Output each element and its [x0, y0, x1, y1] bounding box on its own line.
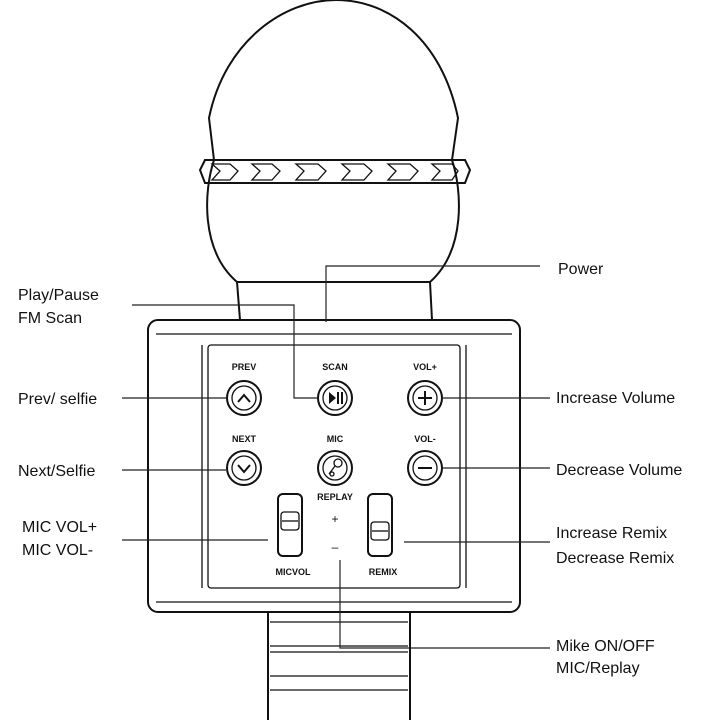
scan-button[interactable]: SCAN: [317, 362, 353, 416]
next-label: NEXT: [232, 434, 257, 444]
scan-label: SCAN: [322, 362, 348, 372]
vol-plus-button[interactable]: VOL+: [407, 362, 443, 416]
fm-scan-callout: FM Scan: [18, 310, 82, 327]
mic-button[interactable]: MIC REPLAY: [317, 434, 353, 502]
chevron-down-icon: [237, 464, 251, 474]
prev-button[interactable]: PREV: [226, 362, 262, 416]
mic-head: [198, 0, 472, 283]
decrease-remix-callout: Decrease Remix: [556, 550, 674, 567]
micvol-label: MICVOL: [276, 567, 312, 577]
micvol-slider[interactable]: MICVOL: [276, 493, 312, 577]
mic-label: MIC: [327, 434, 344, 444]
mic-vol-minus-callout: MIC VOL-: [22, 542, 93, 559]
mike-on-off-callout: Mike ON/OFF: [556, 638, 655, 655]
increase-volume-callout: Increase Volume: [556, 390, 675, 407]
mic-neck: [236, 281, 434, 321]
mic-replay-callout: MIC/Replay: [556, 660, 640, 677]
mic-vol-plus-callout: MIC VOL+: [22, 519, 97, 536]
next-selfie-callout: Next/Selfie: [18, 463, 95, 480]
next-button[interactable]: NEXT: [226, 434, 262, 486]
microphone-icon: [328, 458, 343, 477]
minus-sign: –: [332, 540, 339, 554]
vol-minus-button[interactable]: VOL-: [407, 434, 443, 486]
play-pause-icon: [329, 392, 343, 404]
decrease-volume-callout: Decrease Volume: [556, 462, 682, 479]
prev-selfie-callout: Prev/ selfie: [18, 391, 97, 408]
mic-handle: [267, 612, 411, 720]
remix-label: REMIX: [369, 567, 398, 577]
remix-slider[interactable]: REMIX: [367, 493, 398, 577]
plus-icon: [418, 391, 432, 405]
leader-lines: [122, 265, 550, 649]
vol-plus-label: VOL+: [413, 362, 437, 372]
replay-label: REPLAY: [317, 492, 353, 502]
vol-minus-label: VOL-: [414, 434, 436, 444]
increase-remix-callout: Increase Remix: [556, 525, 667, 542]
mic-body: [147, 319, 521, 613]
plus-sign: +: [331, 512, 338, 526]
chevron-up-icon: [237, 393, 251, 403]
power-callout: Power: [558, 261, 604, 278]
play-pause-callout: Play/Pause: [18, 287, 99, 304]
prev-label: PREV: [232, 362, 257, 372]
